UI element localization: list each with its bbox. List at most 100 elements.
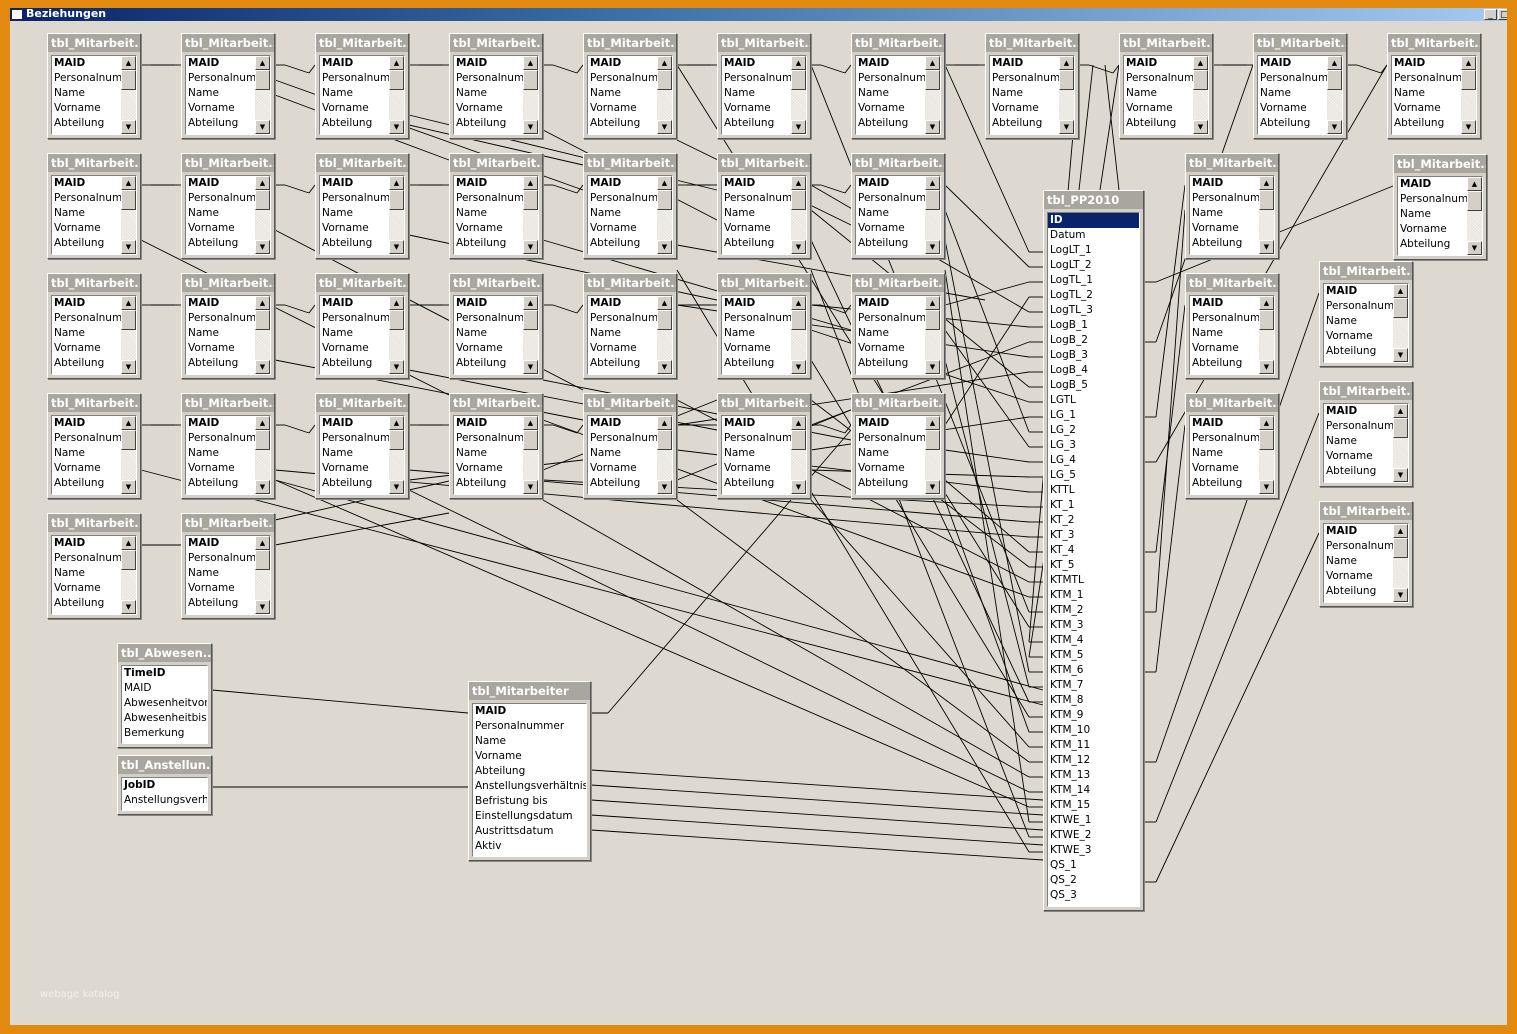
table-title[interactable]: tbl_Mitarbeit... <box>316 394 408 412</box>
field-item[interactable]: Vorname <box>54 582 101 594</box>
field-item[interactable]: Name <box>475 735 506 747</box>
field-item[interactable]: KTM_1 <box>1050 589 1084 601</box>
table-title[interactable]: tbl_Mitarbeit... <box>450 34 542 52</box>
table-title[interactable]: tbl_Mitarbeit... <box>852 154 944 172</box>
field-item[interactable]: MAID <box>188 537 220 549</box>
scroll-up-icon[interactable]: ▲ <box>925 176 940 190</box>
scroll-up-icon[interactable]: ▲ <box>1327 56 1342 70</box>
table-title[interactable]: tbl_Mitarbeit... <box>1186 394 1278 412</box>
scroll-up-icon[interactable]: ▲ <box>791 176 806 190</box>
field-item[interactable]: MAID <box>188 417 220 429</box>
field-scrollbar[interactable]: ▲▼ <box>1059 56 1074 134</box>
field-item[interactable]: Name <box>724 87 755 99</box>
table-title[interactable]: tbl_Mitarbeit... <box>852 34 944 52</box>
field-item[interactable]: MAID <box>322 177 354 189</box>
scroll-down-icon[interactable]: ▼ <box>791 240 806 254</box>
scroll-up-icon[interactable]: ▲ <box>121 56 136 70</box>
scroll-down-icon[interactable]: ▼ <box>1393 588 1408 602</box>
scroll-up-icon[interactable]: ▲ <box>791 416 806 430</box>
field-scrollbar[interactable]: ▲▼ <box>925 56 940 134</box>
field-item[interactable]: Abteilung <box>992 117 1043 129</box>
scroll-thumb[interactable] <box>925 190 940 210</box>
field-item[interactable]: Vorname <box>188 102 235 114</box>
field-item[interactable]: Vorname <box>1400 223 1447 235</box>
relationship-line[interactable] <box>810 499 1030 748</box>
field-scrollbar[interactable]: ▲▼ <box>791 56 806 134</box>
field-item[interactable]: MAID <box>858 177 890 189</box>
table-title[interactable]: tbl_Mitarbeit... <box>718 154 810 172</box>
field-item[interactable]: MAID <box>322 417 354 429</box>
scroll-down-icon[interactable]: ▼ <box>523 120 538 134</box>
field-item[interactable]: LGTL <box>1050 394 1076 406</box>
field-item[interactable]: Personalnumm <box>1260 72 1339 84</box>
field-item[interactable]: Abteilung <box>858 117 909 129</box>
scroll-down-icon[interactable]: ▼ <box>255 240 270 254</box>
scroll-down-icon[interactable]: ▼ <box>657 120 672 134</box>
relationship-line[interactable] <box>676 499 1030 763</box>
field-item[interactable]: LogB_2 <box>1050 334 1088 346</box>
field-scrollbar[interactable]: ▲▼ <box>121 536 136 614</box>
field-item[interactable]: Vorname <box>188 222 235 234</box>
scroll-up-icon[interactable]: ▲ <box>255 296 270 310</box>
scroll-thumb[interactable] <box>791 190 806 210</box>
relationship-line[interactable] <box>1104 64 1120 191</box>
field-item[interactable]: Vorname <box>858 342 905 354</box>
field-item[interactable]: Personalnumm <box>858 312 937 324</box>
field-item[interactable]: Abteilung <box>1326 465 1377 477</box>
field-item[interactable]: Abteilung <box>590 357 641 369</box>
field-item[interactable]: MAID <box>456 417 488 429</box>
scroll-thumb[interactable] <box>255 430 270 450</box>
scroll-down-icon[interactable]: ▼ <box>389 120 404 134</box>
relationship-line[interactable] <box>590 814 1044 846</box>
field-item[interactable]: Vorname <box>724 222 771 234</box>
scroll-up-icon[interactable]: ▲ <box>523 56 538 70</box>
field-item[interactable]: Personalnumm <box>54 552 133 564</box>
scroll-thumb[interactable] <box>389 70 404 90</box>
field-item[interactable]: Vorname <box>590 102 637 114</box>
field-item[interactable]: LogB_3 <box>1050 349 1088 361</box>
scroll-down-icon[interactable]: ▼ <box>791 120 806 134</box>
scroll-up-icon[interactable]: ▲ <box>1259 416 1274 430</box>
field-item[interactable]: KTM_15 <box>1050 799 1091 811</box>
scroll-thumb[interactable] <box>1059 70 1074 90</box>
field-item[interactable]: Name <box>724 447 755 459</box>
field-item[interactable]: KTM_2 <box>1050 604 1084 616</box>
field-item[interactable]: Abteilung <box>590 117 641 129</box>
relationship-line[interactable] <box>284 424 310 434</box>
field-item[interactable]: KTM_11 <box>1050 739 1091 751</box>
field-item[interactable]: MAID <box>1400 178 1432 190</box>
field-item[interactable]: Vorname <box>858 102 905 114</box>
field-item[interactable]: Vorname <box>992 102 1039 114</box>
field-item[interactable]: Abteilung <box>54 357 105 369</box>
field-item[interactable]: MAID <box>188 177 220 189</box>
field-item[interactable]: Abteilung <box>1192 477 1243 489</box>
scroll-down-icon[interactable]: ▼ <box>1259 480 1274 494</box>
field-item[interactable]: Personalnumm <box>724 432 803 444</box>
field-scrollbar[interactable]: ▲▼ <box>255 176 270 254</box>
field-item[interactable]: Personalnumm <box>590 72 669 84</box>
field-item[interactable]: Abteilung <box>1326 585 1377 597</box>
field-item[interactable]: LogLT_2 <box>1050 259 1092 271</box>
table-title[interactable]: tbl_Mitarbeit... <box>1320 262 1412 280</box>
relationship-line[interactable] <box>944 499 1030 733</box>
field-item[interactable]: Vorname <box>456 102 503 114</box>
scroll-thumb[interactable] <box>657 430 672 450</box>
field-item[interactable]: QS_1 <box>1050 859 1077 871</box>
field-item[interactable]: MAID <box>590 297 622 309</box>
relationship-line[interactable] <box>1155 532 1320 883</box>
field-item[interactable]: Name <box>590 447 621 459</box>
field-item[interactable]: Abteilung <box>322 117 373 129</box>
table-title[interactable]: tbl_Mitarbeit... <box>852 394 944 412</box>
table-title[interactable]: tbl_Mitarbeit... <box>1186 154 1278 172</box>
